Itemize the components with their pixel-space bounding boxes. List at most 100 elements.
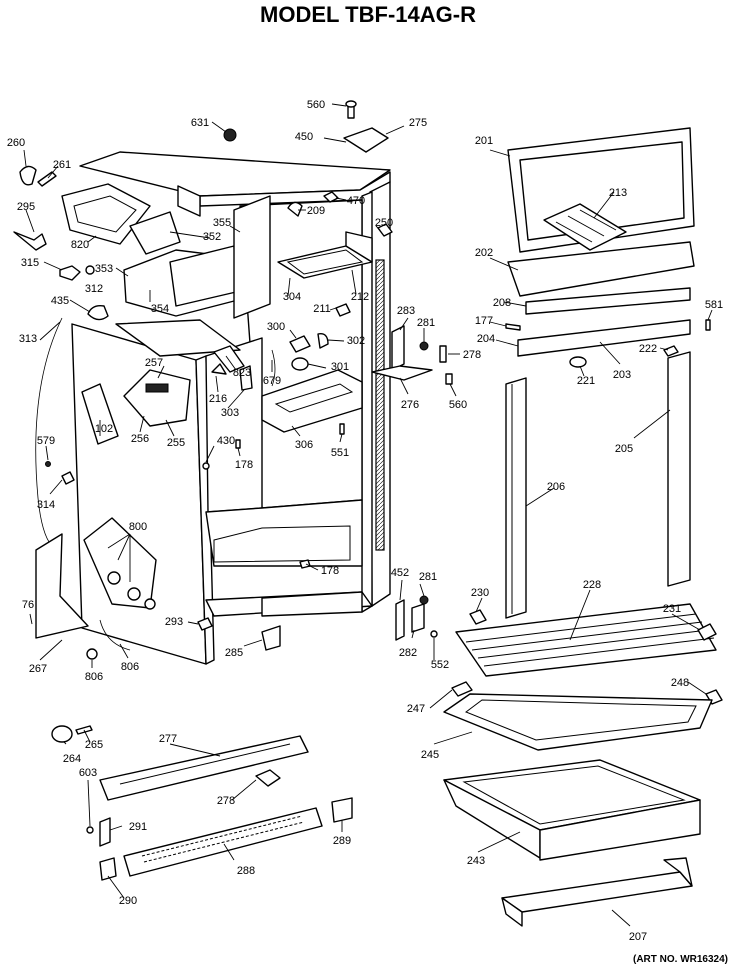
part-806-tube-icon (99, 619, 131, 651)
part-label-p257: 257 (145, 357, 163, 369)
part-579-icon (45, 461, 51, 467)
part-257-icon (123, 369, 191, 427)
part-314-icon (61, 471, 75, 485)
part-102-icon (81, 383, 119, 445)
diagram-title: MODEL TBF-14AG-R (260, 2, 476, 27)
part-303-icon (239, 365, 253, 391)
part-551-icon (339, 423, 345, 435)
part-label-p430: 430 (217, 435, 235, 447)
part-435-icon (87, 304, 109, 321)
part-label-p291: 291 (129, 821, 147, 833)
part-216-icon (211, 363, 227, 375)
part-label-p314: 314 (37, 499, 55, 511)
part-315-icon (59, 265, 81, 281)
part-355-icon (233, 195, 271, 319)
part-306-icon (261, 369, 363, 433)
part-212-grid (286, 249, 364, 275)
part-label-p207: 207 (629, 931, 647, 943)
part-178-icon-a (235, 439, 241, 449)
part-283-icon (391, 325, 405, 371)
part-label-p247: 247 (407, 703, 425, 715)
part-208-icon (525, 287, 691, 315)
part-820-detail (73, 195, 137, 233)
cabinet-bottom-panel (261, 591, 363, 617)
part-label-p212: 212 (351, 291, 369, 303)
part-label-p581: 581 (705, 299, 723, 311)
part-number-labels: 5602756314502602614702953552092508203523… (7, 99, 723, 943)
part-label-p76: 76 (22, 599, 34, 611)
part-275-icon (343, 127, 389, 153)
part-label-p806a: 806 (85, 671, 103, 683)
part-255-icon (145, 383, 169, 393)
door-and-crisper-components (443, 127, 723, 927)
part-178-icon-b (299, 559, 311, 569)
part-278-clip-icon (255, 769, 281, 787)
part-label-p283: 283 (397, 305, 415, 317)
part-label-p178b: 178 (321, 565, 339, 577)
part-label-p303: 303 (221, 407, 239, 419)
part-245-icon (443, 693, 713, 751)
part-288-vents (141, 815, 305, 863)
part-281-icon-a (419, 341, 429, 351)
part-label-p820: 820 (71, 239, 89, 251)
part-label-p450: 450 (295, 131, 313, 143)
part-306-detail (274, 383, 354, 413)
part-label-p452: 452 (391, 567, 409, 579)
leader-lines (23, 103, 713, 927)
part-label-p211: 211 (313, 303, 331, 315)
part-213-grid (555, 209, 617, 243)
part-label-p295: 295 (17, 201, 35, 213)
part-label-p290: 290 (119, 895, 137, 907)
freezer-components (13, 165, 271, 660)
part-552-icon (430, 630, 438, 638)
part-213-icon (543, 203, 627, 251)
part-209-icon (287, 201, 303, 217)
part-label-p579: 579 (37, 435, 55, 447)
part-260-icon (19, 165, 37, 186)
part-label-p267: 267 (29, 663, 47, 675)
part-label-p560a: 560 (307, 99, 325, 111)
part-243-side-icon (539, 799, 701, 861)
part-222-icon (663, 345, 679, 357)
part-282-icon (411, 603, 425, 633)
cabinet-liner-floor (205, 499, 363, 567)
cabinet-flange-detail (375, 259, 385, 551)
part-label-p281a: 281 (417, 317, 435, 329)
part-800-terminal-a (107, 571, 121, 585)
part-301-icon (291, 357, 309, 371)
part-label-p288: 288 (237, 865, 255, 877)
part-291-icon (99, 817, 111, 847)
part-label-p245: 245 (421, 749, 439, 761)
part-label-p353: 353 (95, 263, 113, 275)
part-label-p221: 221 (577, 375, 595, 387)
cabinet-top (79, 151, 391, 197)
part-label-p178a: 178 (235, 459, 253, 471)
part-label-p679: 679 (263, 375, 281, 387)
part-label-p800: 800 (129, 521, 147, 533)
part-352-icon (129, 211, 181, 255)
part-label-p354: 354 (151, 303, 169, 315)
part-label-p551: 551 (331, 447, 349, 459)
part-302-icon (317, 333, 329, 349)
part-295-icon (13, 231, 47, 251)
part-label-p302: 302 (347, 335, 365, 347)
part-label-p230: 230 (471, 587, 489, 599)
part-label-p208: 208 (493, 297, 511, 309)
part-207-icon (501, 871, 693, 913)
part-250-icon (377, 223, 393, 237)
part-label-p300: 300 (267, 321, 285, 333)
part-289-icon (331, 797, 353, 823)
part-label-p603: 603 (79, 767, 97, 779)
part-313-icon (35, 317, 63, 549)
part-212-back (345, 231, 373, 263)
part-312-icon (85, 265, 95, 275)
part-278-icon (439, 345, 447, 363)
cabinet-top-lip (177, 185, 201, 217)
part-231-icon (697, 623, 717, 641)
part-label-p301: 301 (331, 361, 349, 373)
part-211-icon (335, 303, 351, 317)
part-267-icon (35, 533, 89, 639)
part-label-p281b: 281 (419, 571, 437, 583)
part-label-p823: 823 (233, 367, 251, 379)
